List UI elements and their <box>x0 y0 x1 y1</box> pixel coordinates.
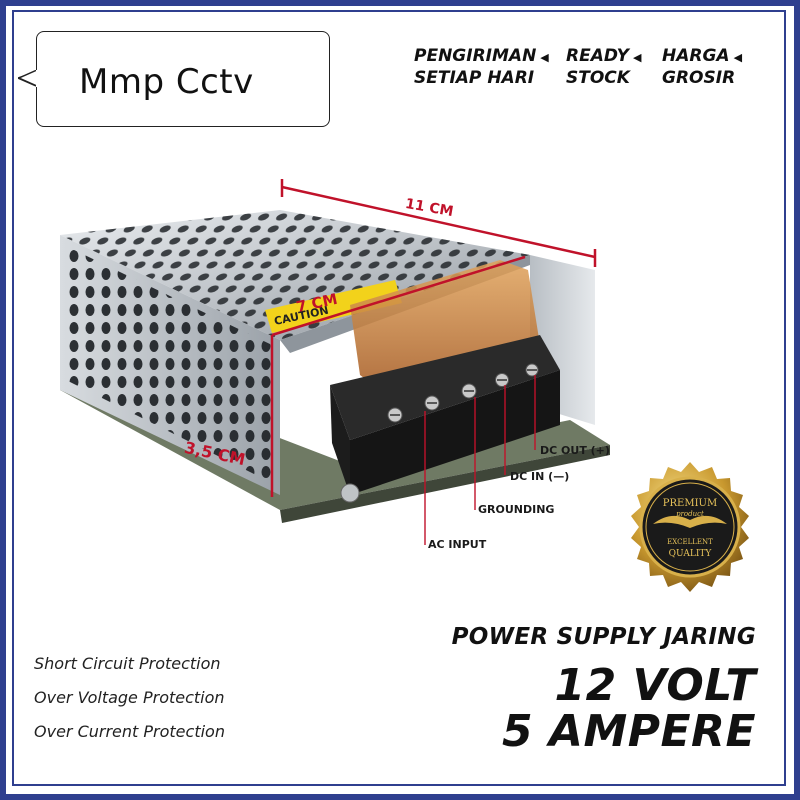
dc-in-label: DC IN (—) <box>510 470 570 483</box>
product-voltage: 12 VOLT <box>554 660 756 711</box>
premium-quality-badge: PREMIUM product EXCELLENT QUALITY <box>631 462 749 592</box>
feature-item: Over Current Protection <box>34 722 225 741</box>
badge-premium: PREMIUM <box>663 498 717 509</box>
tag-price-line2: GROSIR <box>662 68 736 88</box>
power-supply-illustration: CAUTION <box>60 179 610 545</box>
badge-quality: QUALITY <box>669 549 713 559</box>
product-title: POWER SUPPLY JARING <box>451 624 756 650</box>
tag-stock-line2: STOCK <box>566 68 630 88</box>
badge-excellent: EXCELLENT <box>667 538 713 546</box>
speech-bubble: Mmp Cctv <box>36 31 330 127</box>
badge-product: product <box>676 510 704 518</box>
product-current: 5 AMPERE <box>501 706 756 757</box>
arrow-left-icon: ◀ <box>540 51 549 64</box>
tag-price: HARGA◀ GROSIR <box>662 46 742 88</box>
tag-price-line1: HARGA <box>662 46 730 66</box>
tag-shipping-line1: PENGIRIMAN <box>414 46 537 66</box>
tag-stock-line1: READY <box>566 46 629 66</box>
tag-stock: READY◀ STOCK <box>566 46 641 88</box>
speech-bubble-tail-cover <box>18 70 40 87</box>
tag-shipping-line2: SETIAP HARI <box>414 68 535 88</box>
dc-out-label: DC OUT (+) <box>540 444 610 457</box>
arrow-left-icon: ◀ <box>632 51 642 64</box>
shop-name: Mmp Cctv <box>79 62 254 102</box>
tag-shipping: PENGIRIMAN◀ SETIAP HARI <box>414 46 549 88</box>
inner-frame <box>12 10 786 786</box>
arrow-left-icon: ◀ <box>733 51 743 64</box>
grounding-label: GROUNDING <box>478 503 555 516</box>
ac-input-label: AC INPUT <box>428 538 487 551</box>
feature-item: Over Voltage Protection <box>34 688 225 707</box>
feature-item: Short Circuit Protection <box>34 654 221 673</box>
